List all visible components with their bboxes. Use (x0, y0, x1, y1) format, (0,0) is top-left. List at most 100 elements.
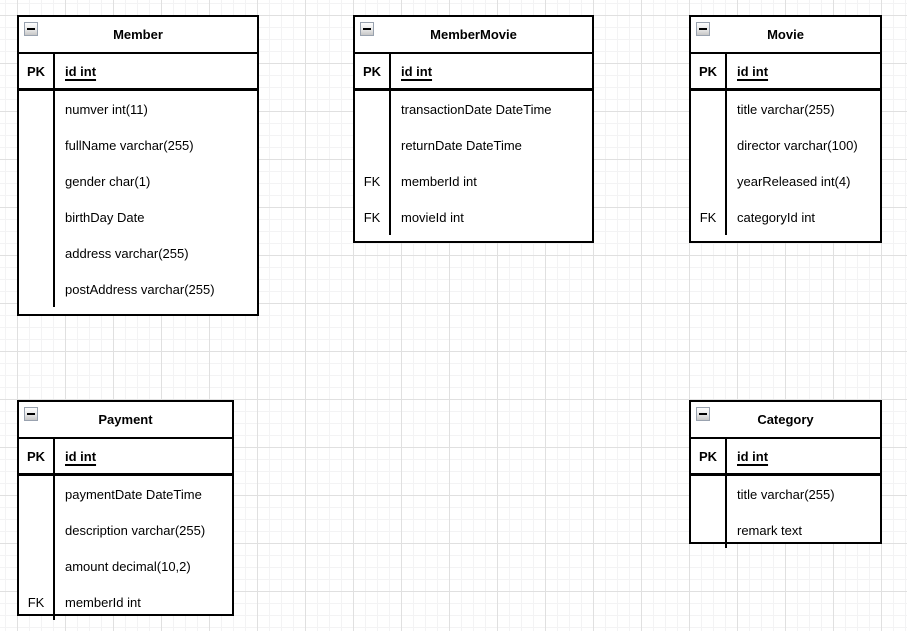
key-cell (19, 476, 55, 512)
key-cell (19, 199, 55, 235)
table-header-member: Member (19, 17, 257, 54)
field-label: remark text (737, 522, 803, 538)
field-label: address varchar(255) (65, 245, 189, 261)
primary-key-row[interactable]: PK id int (19, 439, 232, 476)
key-cell-pk: PK (19, 54, 55, 88)
field-label: gender char(1) (65, 173, 151, 189)
table-title-payment: Payment (98, 412, 153, 427)
pk-field-label: id int (737, 63, 769, 79)
key-cell: FK (19, 584, 55, 620)
attribute-row[interactable]: director varchar(100) (691, 127, 880, 163)
collapse-icon[interactable] (24, 407, 38, 421)
attribute-row[interactable]: numver int(11) (19, 91, 257, 127)
primary-key-row[interactable]: PK id int (19, 54, 257, 91)
pk-field-label: id int (737, 448, 769, 464)
minus-glyph (699, 413, 707, 415)
attribute-row[interactable]: FK movieId int (355, 199, 592, 235)
key-cell-pk: PK (19, 439, 55, 473)
key-cell: FK (691, 199, 727, 235)
table-header-payment: Payment (19, 402, 232, 439)
key-cell (355, 127, 391, 163)
table-title-membermovie: MemberMovie (430, 27, 517, 42)
collapse-icon[interactable] (24, 22, 38, 36)
key-cell (19, 235, 55, 271)
field-label: categoryId int (737, 209, 816, 225)
collapse-icon[interactable] (696, 22, 710, 36)
key-cell-pk: PK (355, 54, 391, 88)
key-cell (691, 476, 727, 512)
entity-table-payment[interactable]: Payment PK id int paymentDate DateTime d… (17, 400, 234, 620)
key-cell (19, 91, 55, 127)
table-header-category: Category (691, 402, 880, 439)
key-cell (691, 127, 727, 163)
key-cell (691, 163, 727, 199)
attribute-row[interactable]: postAddress varchar(255) (19, 271, 257, 307)
table-header-membermovie: MemberMovie (355, 17, 592, 54)
primary-key-row[interactable]: PK id int (355, 54, 592, 91)
attribute-row[interactable]: FK categoryId int (691, 199, 880, 235)
pk-field-label: id int (65, 448, 97, 464)
key-cell (355, 91, 391, 127)
entity-table-category[interactable]: Category PK id int title varchar(255) re… (689, 400, 882, 548)
field-label: description varchar(255) (65, 522, 206, 538)
table-title-movie: Movie (767, 27, 804, 42)
field-label: numver int(11) (65, 101, 148, 117)
minus-glyph (363, 28, 371, 30)
attribute-row[interactable]: remark text (691, 512, 880, 548)
attribute-row[interactable]: returnDate DateTime (355, 127, 592, 163)
field-label: fullName varchar(255) (65, 137, 194, 153)
collapse-icon[interactable] (360, 22, 374, 36)
minus-glyph (699, 28, 707, 30)
key-cell: FK (355, 163, 391, 199)
primary-key-row[interactable]: PK id int (691, 54, 880, 91)
field-label: amount decimal(10,2) (65, 558, 191, 574)
key-cell (19, 127, 55, 163)
key-cell-pk: PK (691, 439, 727, 473)
entity-table-member[interactable]: Member PK id int numver int(11) fullName… (17, 15, 259, 316)
key-cell (19, 548, 55, 584)
table-title-category: Category (757, 412, 814, 427)
attribute-row[interactable]: gender char(1) (19, 163, 257, 199)
attribute-row[interactable]: description varchar(255) (19, 512, 232, 548)
field-label: movieId int (401, 209, 464, 225)
attribute-row[interactable]: transactionDate DateTime (355, 91, 592, 127)
collapse-icon[interactable] (696, 407, 710, 421)
key-cell (19, 163, 55, 199)
table-header-movie: Movie (691, 17, 880, 54)
table-title-member: Member (113, 27, 163, 42)
entity-table-membermovie[interactable]: MemberMovie PK id int transactionDate Da… (353, 15, 594, 243)
pk-field-label: id int (65, 63, 97, 79)
key-cell (19, 512, 55, 548)
field-label: title varchar(255) (737, 101, 835, 117)
attribute-row[interactable]: birthDay Date (19, 199, 257, 235)
field-label: returnDate DateTime (401, 137, 522, 153)
key-cell-pk: PK (691, 54, 727, 88)
attribute-row[interactable]: fullName varchar(255) (19, 127, 257, 163)
field-label: postAddress varchar(255) (65, 281, 215, 297)
key-cell: FK (355, 199, 391, 235)
attribute-row[interactable]: FK memberId int (19, 584, 232, 620)
field-label: memberId int (65, 594, 141, 610)
key-cell (19, 271, 55, 307)
primary-key-row[interactable]: PK id int (691, 439, 880, 476)
entity-table-movie[interactable]: Movie PK id int title varchar(255) direc… (689, 15, 882, 243)
attribute-row[interactable]: address varchar(255) (19, 235, 257, 271)
field-label: paymentDate DateTime (65, 486, 202, 502)
minus-glyph (27, 28, 35, 30)
attribute-row[interactable]: title varchar(255) (691, 91, 880, 127)
field-label: title varchar(255) (737, 486, 835, 502)
field-label: memberId int (401, 173, 477, 189)
field-label: transactionDate DateTime (401, 101, 552, 117)
attribute-row[interactable]: amount decimal(10,2) (19, 548, 232, 584)
attribute-row[interactable]: paymentDate DateTime (19, 476, 232, 512)
field-label: birthDay Date (65, 209, 145, 225)
attribute-row[interactable]: FK memberId int (355, 163, 592, 199)
attribute-row[interactable]: title varchar(255) (691, 476, 880, 512)
key-cell (691, 512, 727, 548)
pk-field-label: id int (401, 63, 433, 79)
minus-glyph (27, 413, 35, 415)
key-cell (691, 91, 727, 127)
attribute-row[interactable]: yearReleased int(4) (691, 163, 880, 199)
field-label: yearReleased int(4) (737, 173, 851, 189)
